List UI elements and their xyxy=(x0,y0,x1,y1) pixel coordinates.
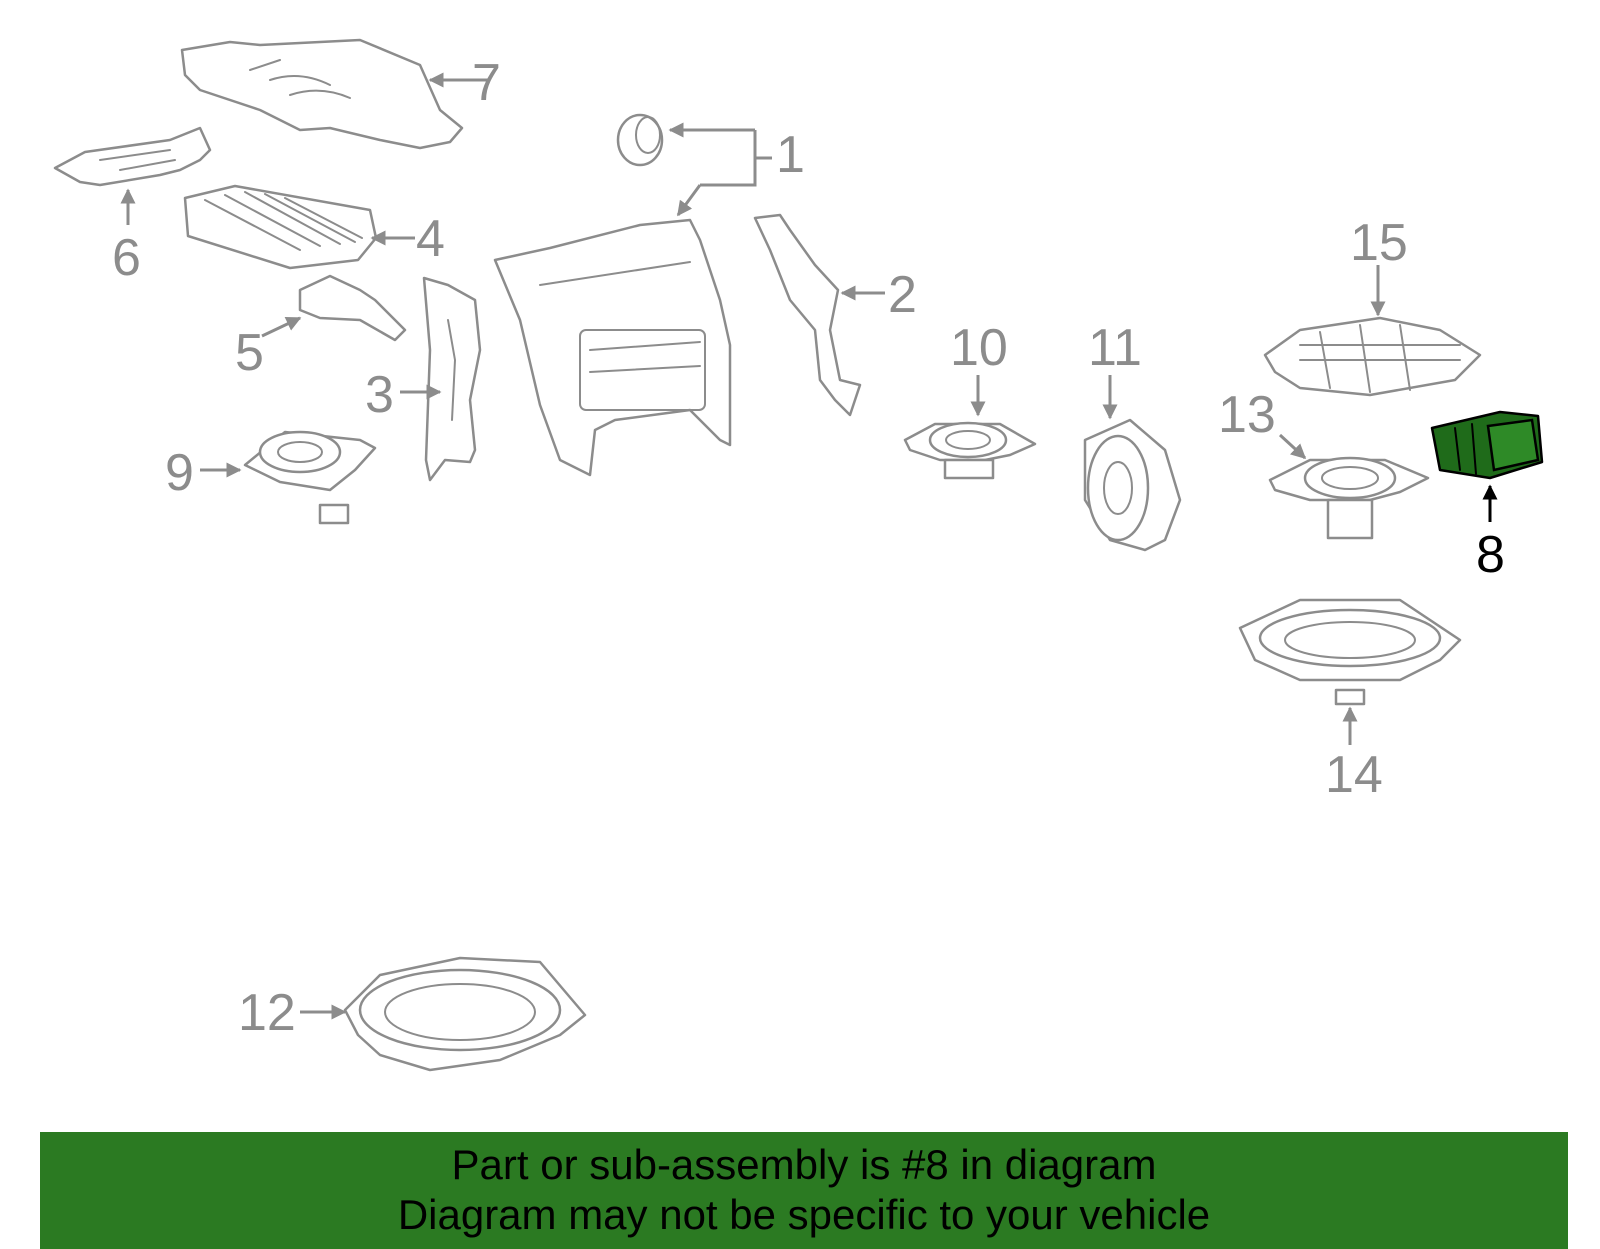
callout-13: 13 xyxy=(1218,386,1307,460)
callout-2-label: 2 xyxy=(888,266,917,324)
callout-1: 1 xyxy=(668,122,805,217)
part-11-speaker[interactable] xyxy=(1083,418,1182,552)
callout-8: 8 xyxy=(1476,484,1505,584)
callout-5: 5 xyxy=(235,316,302,382)
callout-14-label: 14 xyxy=(1325,746,1383,804)
callout-11: 11 xyxy=(1088,319,1142,420)
callout-10: 10 xyxy=(950,319,1008,417)
callout-10-label: 10 xyxy=(950,319,1008,377)
callout-4: 4 xyxy=(370,210,445,268)
callout-8-label: 8 xyxy=(1476,526,1505,584)
callout-9-label: 9 xyxy=(165,444,194,502)
callout-13-label: 13 xyxy=(1218,386,1276,444)
part-7-cover[interactable] xyxy=(180,38,464,150)
info-banner: Part or sub-assembly is #8 in diagram Di… xyxy=(40,1132,1568,1249)
part-1-bezel[interactable] xyxy=(493,113,732,477)
callout-15-label: 15 xyxy=(1350,214,1408,272)
callout-9: 9 xyxy=(165,444,242,502)
callout-14: 14 xyxy=(1325,706,1383,804)
callout-12-label: 12 xyxy=(238,984,296,1042)
part-9-speaker[interactable] xyxy=(243,430,377,525)
part-10-speaker[interactable] xyxy=(903,421,1037,480)
part-13-speaker[interactable] xyxy=(1268,456,1430,540)
callout-7-label: 7 xyxy=(472,54,501,112)
callout-3: 3 xyxy=(365,366,442,424)
part-4-amplifier[interactable] xyxy=(183,184,378,270)
banner-line-1: Part or sub-assembly is #8 in diagram xyxy=(451,1141,1157,1188)
callout-12: 12 xyxy=(238,984,347,1042)
callout-1-label: 1 xyxy=(776,126,805,184)
callout-15: 15 xyxy=(1350,214,1408,317)
callout-7: 7 xyxy=(428,54,501,112)
callout-11-label: 11 xyxy=(1088,319,1142,377)
part-12-speaker[interactable] xyxy=(343,956,587,1072)
part-8-module[interactable] xyxy=(1430,410,1544,480)
callout-6-label: 6 xyxy=(112,229,141,287)
part-2-bracket[interactable] xyxy=(753,213,862,417)
part-14-speaker[interactable] xyxy=(1238,598,1462,706)
part-5-bracket[interactable] xyxy=(298,274,407,342)
part-6-bracket[interactable] xyxy=(53,126,212,187)
banner-line-2: Diagram may not be specific to your vehi… xyxy=(397,1191,1211,1238)
callout-2: 2 xyxy=(840,266,917,324)
callout-6: 6 xyxy=(112,188,141,287)
part-15-grille[interactable] xyxy=(1263,316,1482,397)
callout-3-label: 3 xyxy=(365,366,394,424)
callout-4-label: 4 xyxy=(416,210,445,268)
part-3-bracket[interactable] xyxy=(422,276,482,482)
callout-5-label: 5 xyxy=(235,324,264,382)
